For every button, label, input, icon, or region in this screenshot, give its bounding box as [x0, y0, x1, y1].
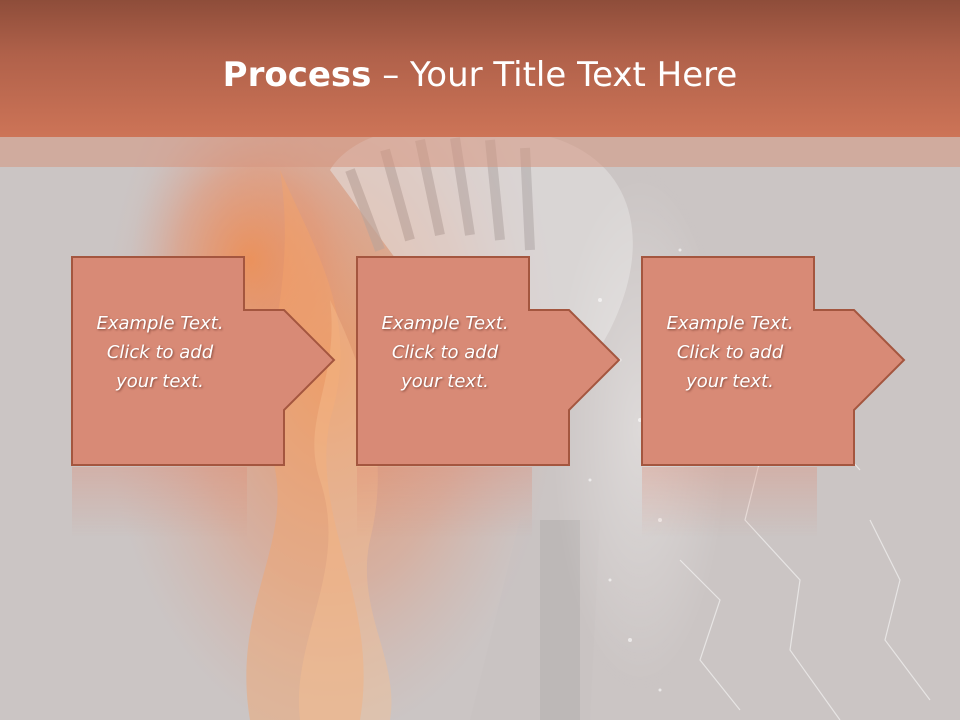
- title-separator: –: [371, 55, 411, 95]
- arrow-box-shape: [356, 256, 621, 466]
- step-text[interactable]: Example Text. Click to add your text.: [666, 313, 794, 392]
- title-bold: Process: [222, 55, 372, 95]
- arrow-box-shape: [71, 256, 336, 466]
- step-reflection: [357, 467, 532, 537]
- step-reflection: [72, 467, 247, 537]
- process-step-2[interactable]: Example Text. Click to add your text.: [356, 256, 695, 537]
- title-text: Your Title Text Here: [410, 55, 738, 95]
- slide-title[interactable]: Process – Your Title Text Here: [0, 52, 960, 98]
- title-divider-strip: [0, 137, 960, 167]
- process-step-3[interactable]: Example Text. Click to add your text.: [641, 256, 960, 537]
- step-text[interactable]: Example Text. Click to add your text.: [96, 313, 224, 392]
- title-bar: [0, 0, 960, 137]
- step-reflection: [642, 467, 817, 537]
- step-text[interactable]: Example Text. Click to add your text.: [381, 313, 509, 392]
- process-step-1[interactable]: Example Text. Click to add your text.: [71, 256, 410, 537]
- arrow-box-shape: [641, 256, 906, 466]
